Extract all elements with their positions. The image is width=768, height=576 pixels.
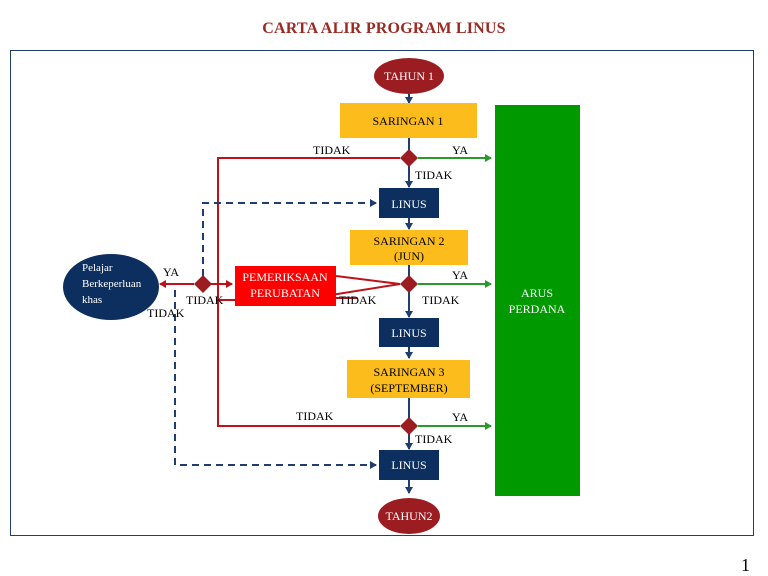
saringan-2-box [350,230,468,265]
linus-box-1 [379,188,439,218]
linus-box-2 [379,318,439,347]
tidak-label-below-1: TIDAK [415,168,453,182]
pemeriksaan-label-1: PEMERIKSAAN [242,270,328,284]
pelajar-label-3: khas [82,294,102,306]
decision-diamond-1 [400,149,418,167]
saringan-3-box [347,360,470,398]
end-oval [378,498,440,534]
tidak-label-bottom: TIDAK [296,409,334,423]
decision-diamond-pelajar [194,275,212,293]
pemeriksaan-label-2: PERUBATAN [250,286,320,300]
pelajar-oval [63,254,159,320]
saringan-3-label-2: (SEPTEMBER) [370,381,447,395]
ya-arrows [418,154,492,430]
start-label: TAHUN 1 [384,69,434,83]
tidak-label-below-3: TIDAK [415,432,453,446]
arus-perdana-label-2: PERDANA [509,302,566,316]
start-oval [374,58,444,94]
edge-labels: TIDAK YA TIDAK YA TIDAK TIDAK YA TIDAK T… [147,143,468,446]
linus-box-3 [379,450,439,480]
saringan-2-label-2: (JUN) [394,249,424,263]
tidak-label-below-2: TIDAK [422,293,460,307]
saringan-1-box [340,103,477,138]
linus-label-1: LINUS [391,197,426,211]
end-label: TAHUN2 [385,509,432,523]
decision-diamond-3 [400,417,418,435]
arus-perdana-box [495,105,580,496]
tidak-label-pelajar-left: TIDAK [147,306,185,320]
linus-label-3: LINUS [391,458,426,472]
tidak-label-pelajar-right: TIDAK [186,293,224,307]
tidak-label-top: TIDAK [313,143,351,157]
pelajar-label-2: Berkeperluan [82,278,142,290]
pemeriksaan-box [235,266,336,306]
tidak-label-mid: TIDAK [339,293,377,307]
ya-label-2: YA [452,268,468,282]
dashed-lines [174,199,377,469]
page-title: CARTA ALIR PROGRAM LINUS [262,20,506,37]
diagram-frame [10,50,754,536]
saringan-2-label-1: SARINGAN 2 [373,234,444,248]
linus-label-2: LINUS [391,326,426,340]
page-number: 1 [741,555,750,575]
ya-label-1: YA [452,143,468,157]
arus-perdana-label-1: ARUS [521,286,553,300]
pelajar-label-1: Pelajar [82,262,113,274]
ya-label-3: YA [452,410,468,424]
ya-label-pelajar: YA [163,265,179,279]
saringan-3-label-1: SARINGAN 3 [373,365,444,379]
saringan-1-label: SARINGAN 1 [372,114,443,128]
decision-diamond-2 [400,275,418,293]
